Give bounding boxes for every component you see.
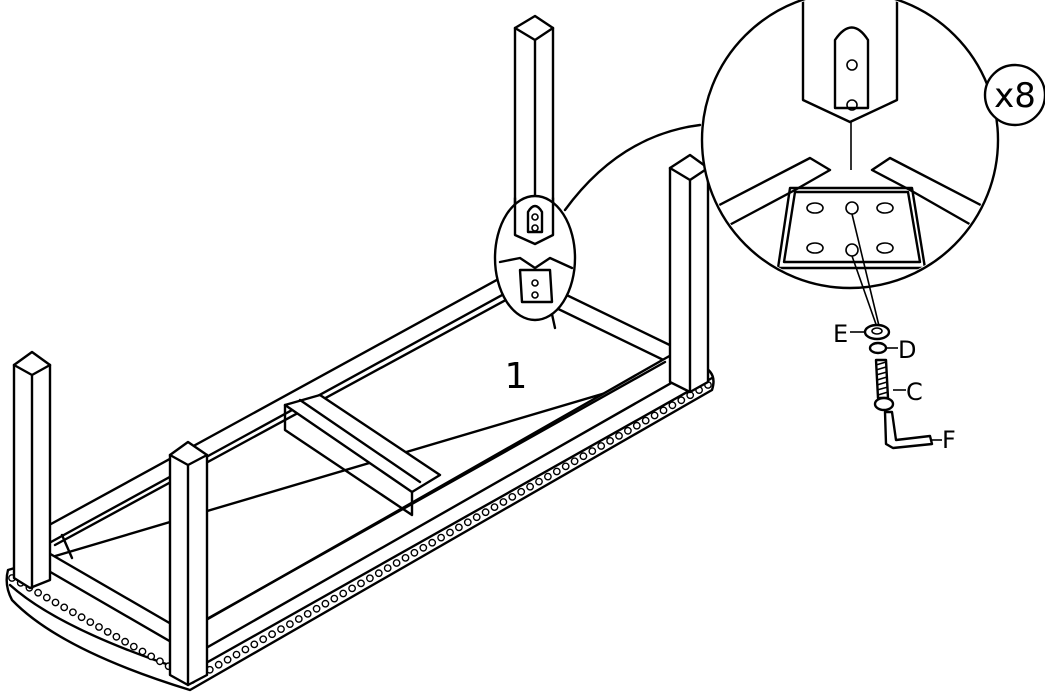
nailhead-icon [606, 436, 614, 445]
nailhead-icon [579, 452, 588, 461]
nailhead-icon [499, 498, 508, 506]
nailhead-icon [383, 564, 392, 572]
nailhead-icon [659, 406, 668, 415]
callout-leader [563, 123, 702, 212]
nailhead-icon [34, 588, 42, 597]
nailhead-icon [86, 618, 95, 626]
nailhead-icon [294, 615, 303, 623]
nailhead-icon [330, 594, 339, 603]
nailhead-icon [232, 650, 241, 659]
part-label-f: F [942, 426, 956, 454]
leg-front-right [668, 153, 710, 394]
nailhead-icon [410, 548, 419, 557]
nailhead-icon [401, 554, 410, 562]
nailhead-icon [490, 503, 499, 511]
nailhead-icon [419, 543, 428, 552]
nailhead-icon [392, 559, 401, 567]
nailhead-icon [103, 628, 112, 636]
nailhead-icon [321, 599, 330, 608]
bolt-c-icon [873, 358, 906, 412]
nailhead-icon [268, 630, 276, 639]
apron-frame [38, 268, 682, 662]
nailhead-icon [121, 637, 130, 646]
nailhead-icon [508, 492, 517, 501]
nailhead-icon [241, 645, 250, 654]
nailhead-trim-front [188, 381, 712, 684]
nailhead-icon [454, 523, 463, 532]
nailhead-icon [552, 467, 561, 476]
nailhead-icon [312, 604, 321, 613]
nailhead-icon [303, 610, 312, 618]
nailhead-icon [374, 569, 383, 578]
hex-key-f-icon [883, 410, 942, 450]
nailhead-icon [570, 457, 579, 466]
nailhead-icon [650, 411, 659, 420]
nailhead-icon [69, 608, 77, 617]
nailhead-icon [60, 603, 69, 612]
nailhead-icon [365, 574, 374, 583]
nailhead-icon [641, 416, 650, 425]
nailhead-icon [129, 642, 138, 651]
nailhead-icon [446, 528, 454, 537]
quantity-badge: x8 [983, 63, 1045, 127]
quantity-badge-text: x8 [994, 76, 1036, 116]
magnified-detail-circle [700, 0, 1000, 331]
nailhead-icon [42, 593, 51, 602]
nailhead-icon [214, 660, 223, 669]
nailhead-icon [348, 584, 356, 593]
nailhead-icon [615, 431, 623, 440]
nailhead-icon [588, 447, 597, 455]
nailhead-icon [155, 657, 164, 666]
nailhead-icon [428, 538, 437, 547]
nailhead-icon [277, 625, 285, 633]
nailhead-icon [632, 421, 641, 430]
nailhead-icon [561, 462, 570, 471]
nailhead-icon [223, 655, 232, 664]
nailhead-icon [481, 508, 490, 517]
nailhead-icon [544, 472, 552, 481]
nailhead-icon [147, 652, 156, 661]
nailhead-icon [526, 482, 534, 491]
leg-holes [846, 59, 858, 111]
hardware-stack [850, 323, 942, 450]
part-label-e: E [833, 320, 848, 348]
nailhead-icon [472, 513, 481, 522]
nailhead-icon [677, 396, 686, 405]
nailhead-icon [112, 632, 121, 641]
lock-washer-d-icon [868, 341, 898, 355]
nailhead-icon [624, 426, 632, 435]
nailhead-icon [250, 640, 259, 649]
nailhead-icon [597, 442, 606, 450]
nailhead-icon [517, 487, 526, 496]
nailhead-trim-left [8, 574, 190, 680]
nailhead-icon [285, 620, 294, 628]
nailhead-icon [51, 598, 60, 607]
nailhead-icon [535, 477, 543, 486]
nailhead-icon [259, 635, 268, 644]
nailhead-icon [95, 623, 103, 631]
nailhead-icon [77, 613, 86, 622]
nailhead-icon [437, 533, 445, 542]
leg-back-left [12, 350, 52, 590]
washer-e-icon [850, 323, 891, 341]
nailhead-icon [138, 647, 147, 656]
leg-front-left [168, 440, 209, 687]
part-label-c: C [906, 378, 923, 406]
bracket-holes [806, 201, 894, 257]
part-label-d: D [898, 336, 916, 364]
joint-callout-ellipse [493, 194, 577, 322]
nailhead-icon [463, 518, 472, 527]
nailhead-icon [339, 589, 348, 598]
nailhead-icon [668, 401, 677, 410]
nailhead-icon [357, 579, 365, 588]
step-number: 1 [505, 356, 528, 397]
